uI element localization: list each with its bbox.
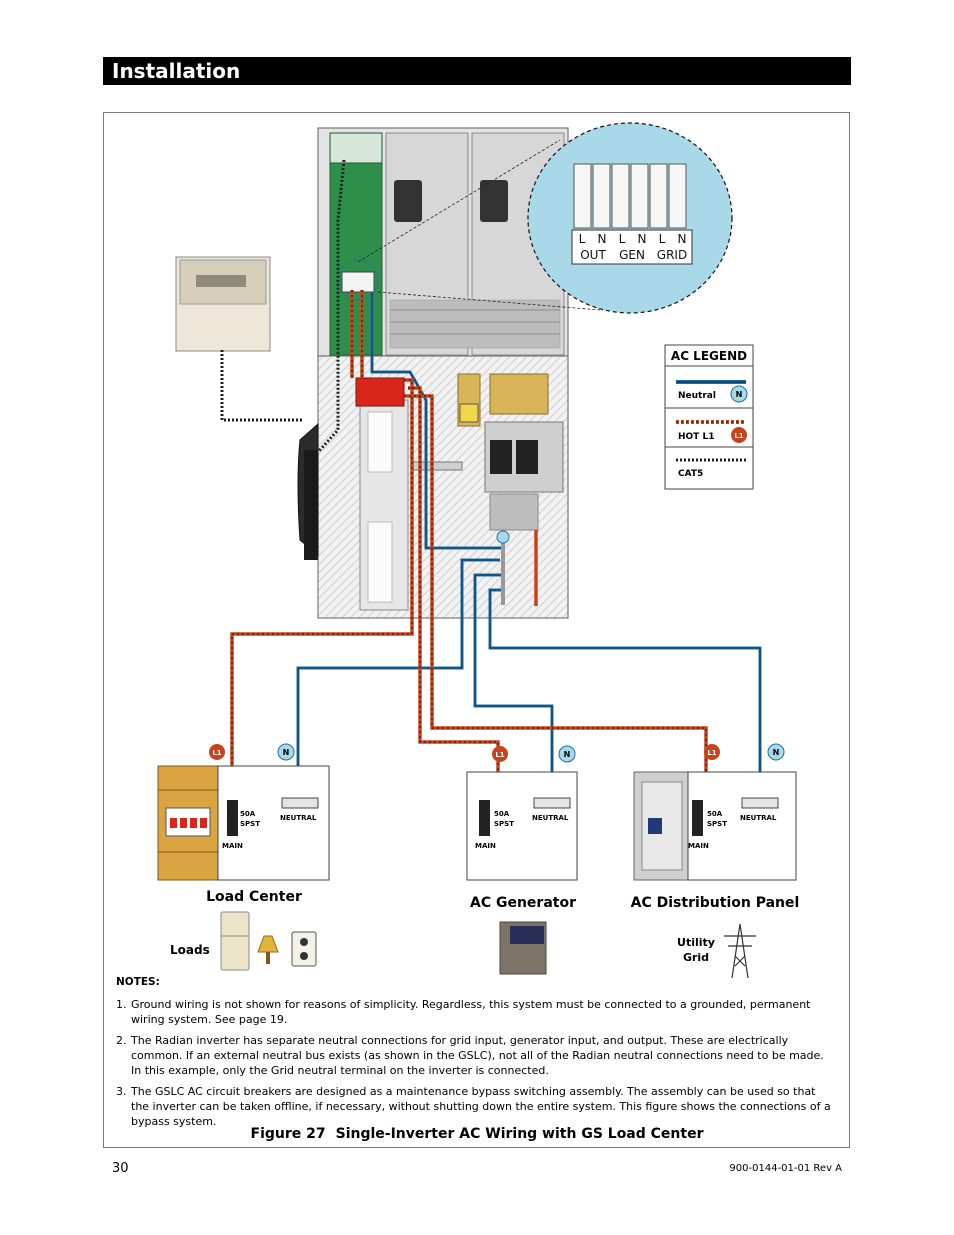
transmission-tower-icon [724, 923, 756, 979]
ac-generator-panel: 50A SPST NEUTRAL MAIN L1 N [466, 745, 578, 881]
document-number: 900-0144-01-01 Rev A [729, 1163, 842, 1174]
note-item: 2. The Radian inverter has separate neut… [116, 1033, 836, 1078]
ac-distribution-panel: 50A SPST NEUTRAL MAIN L1 N [633, 743, 797, 881]
legend-hot-label: HOT L1 [678, 432, 714, 442]
panel-neutral-label: NEUTRAL [280, 814, 317, 822]
gs-load-center [317, 355, 569, 619]
panel-breaker-type: SPST [494, 820, 514, 828]
panel-hot-badge: L1 [212, 749, 221, 757]
note-text: Ground wiring is not shown for reasons o… [131, 998, 811, 1026]
section-title: Installation [112, 59, 241, 83]
legend-neutral-badge: N [736, 390, 743, 399]
terminal-group-label: GRID [657, 248, 687, 262]
note-text: The Radian inverter has separate neutral… [131, 1034, 824, 1077]
neutral-wiring-core [297, 292, 761, 796]
refrigerator-icon [220, 911, 250, 971]
panel-breaker-type: SPST [707, 820, 727, 828]
terminal-group-label: OUT [580, 248, 606, 262]
neutral-bus-badge [496, 530, 510, 544]
panel-neutral-badge: N [773, 748, 780, 757]
load-center-label: Load Center [206, 889, 302, 905]
panel-breaker-amps: 50A [494, 810, 510, 818]
note-number: 2. [116, 1034, 127, 1047]
legend-cat5-label: CAT5 [678, 469, 703, 479]
panel-breaker-type: SPST [240, 820, 260, 828]
terminal-label: L [579, 232, 586, 246]
figure-number: Figure 27 [250, 1126, 326, 1142]
panel-breaker-amps: 50A [707, 810, 723, 818]
notes-heading: NOTES: [116, 976, 160, 988]
panel-neutral-badge: N [283, 748, 290, 757]
utility-label: Grid [683, 951, 709, 964]
note-item: 1. Ground wiring is not shown for reason… [116, 997, 836, 1027]
panel-main-label: MAIN [688, 842, 709, 850]
note-number: 1. [116, 998, 127, 1011]
outlet-icon [291, 931, 317, 967]
hub [297, 422, 319, 560]
note-text: The GSLC AC circuit breakers are designe… [131, 1085, 831, 1128]
panel-neutral-label: NEUTRAL [740, 814, 777, 822]
note-number: 3. [116, 1085, 127, 1098]
note-item: 3. The GSLC AC circuit breakers are desi… [116, 1084, 836, 1129]
page-number: 30 [112, 1161, 129, 1176]
radian-inverter [317, 127, 569, 357]
ac-legend: AC LEGEND Neutral N HOT L1 L1 CAT5 [664, 344, 754, 490]
terminal-label: N [678, 232, 687, 246]
panel-neutral-label: NEUTRAL [532, 814, 569, 822]
loads-label: Loads [170, 943, 210, 957]
lamp-icon [257, 935, 279, 964]
section-header: Installation [103, 57, 851, 85]
cat5-wiring [220, 159, 346, 454]
ac-distribution-label: AC Distribution Panel [631, 895, 800, 911]
generator-icon [499, 921, 547, 975]
figure-frame [103, 112, 850, 1148]
figure-caption: Figure 27 Single-Inverter AC Wiring with … [0, 1126, 954, 1142]
panel-hot-badge: L1 [707, 749, 716, 757]
panel-neutral-badge: N [564, 750, 571, 759]
terminal-label: N [638, 232, 647, 246]
terminal-label: L [619, 232, 626, 246]
terminal-label: N [598, 232, 607, 246]
legend-title: AC LEGEND [671, 349, 747, 363]
system-display [175, 256, 271, 352]
ac-generator-label: AC Generator [470, 895, 576, 911]
notes: NOTES: 1. Ground wiring is not shown for… [116, 975, 836, 1135]
load-center-panel: 50A SPST NEUTRAL MAIN L1 N [157, 743, 330, 881]
panel-breaker-amps: 50A [240, 810, 256, 818]
legend-hot-badge: L1 [734, 432, 743, 440]
panel-main-label: MAIN [222, 842, 243, 850]
utility-label: Utility [677, 936, 715, 949]
panel-main-label: MAIN [475, 842, 496, 850]
terminal-group-label: GEN [619, 248, 645, 262]
panel-hot-badge: L1 [495, 751, 504, 759]
terminal-magnifier: L N L N L N OUT GEN GRID [357, 122, 733, 314]
figure-title: Single-Inverter AC Wiring with GS Load C… [335, 1126, 704, 1142]
legend-neutral-label: Neutral [678, 391, 716, 401]
terminal-label: L [659, 232, 666, 246]
